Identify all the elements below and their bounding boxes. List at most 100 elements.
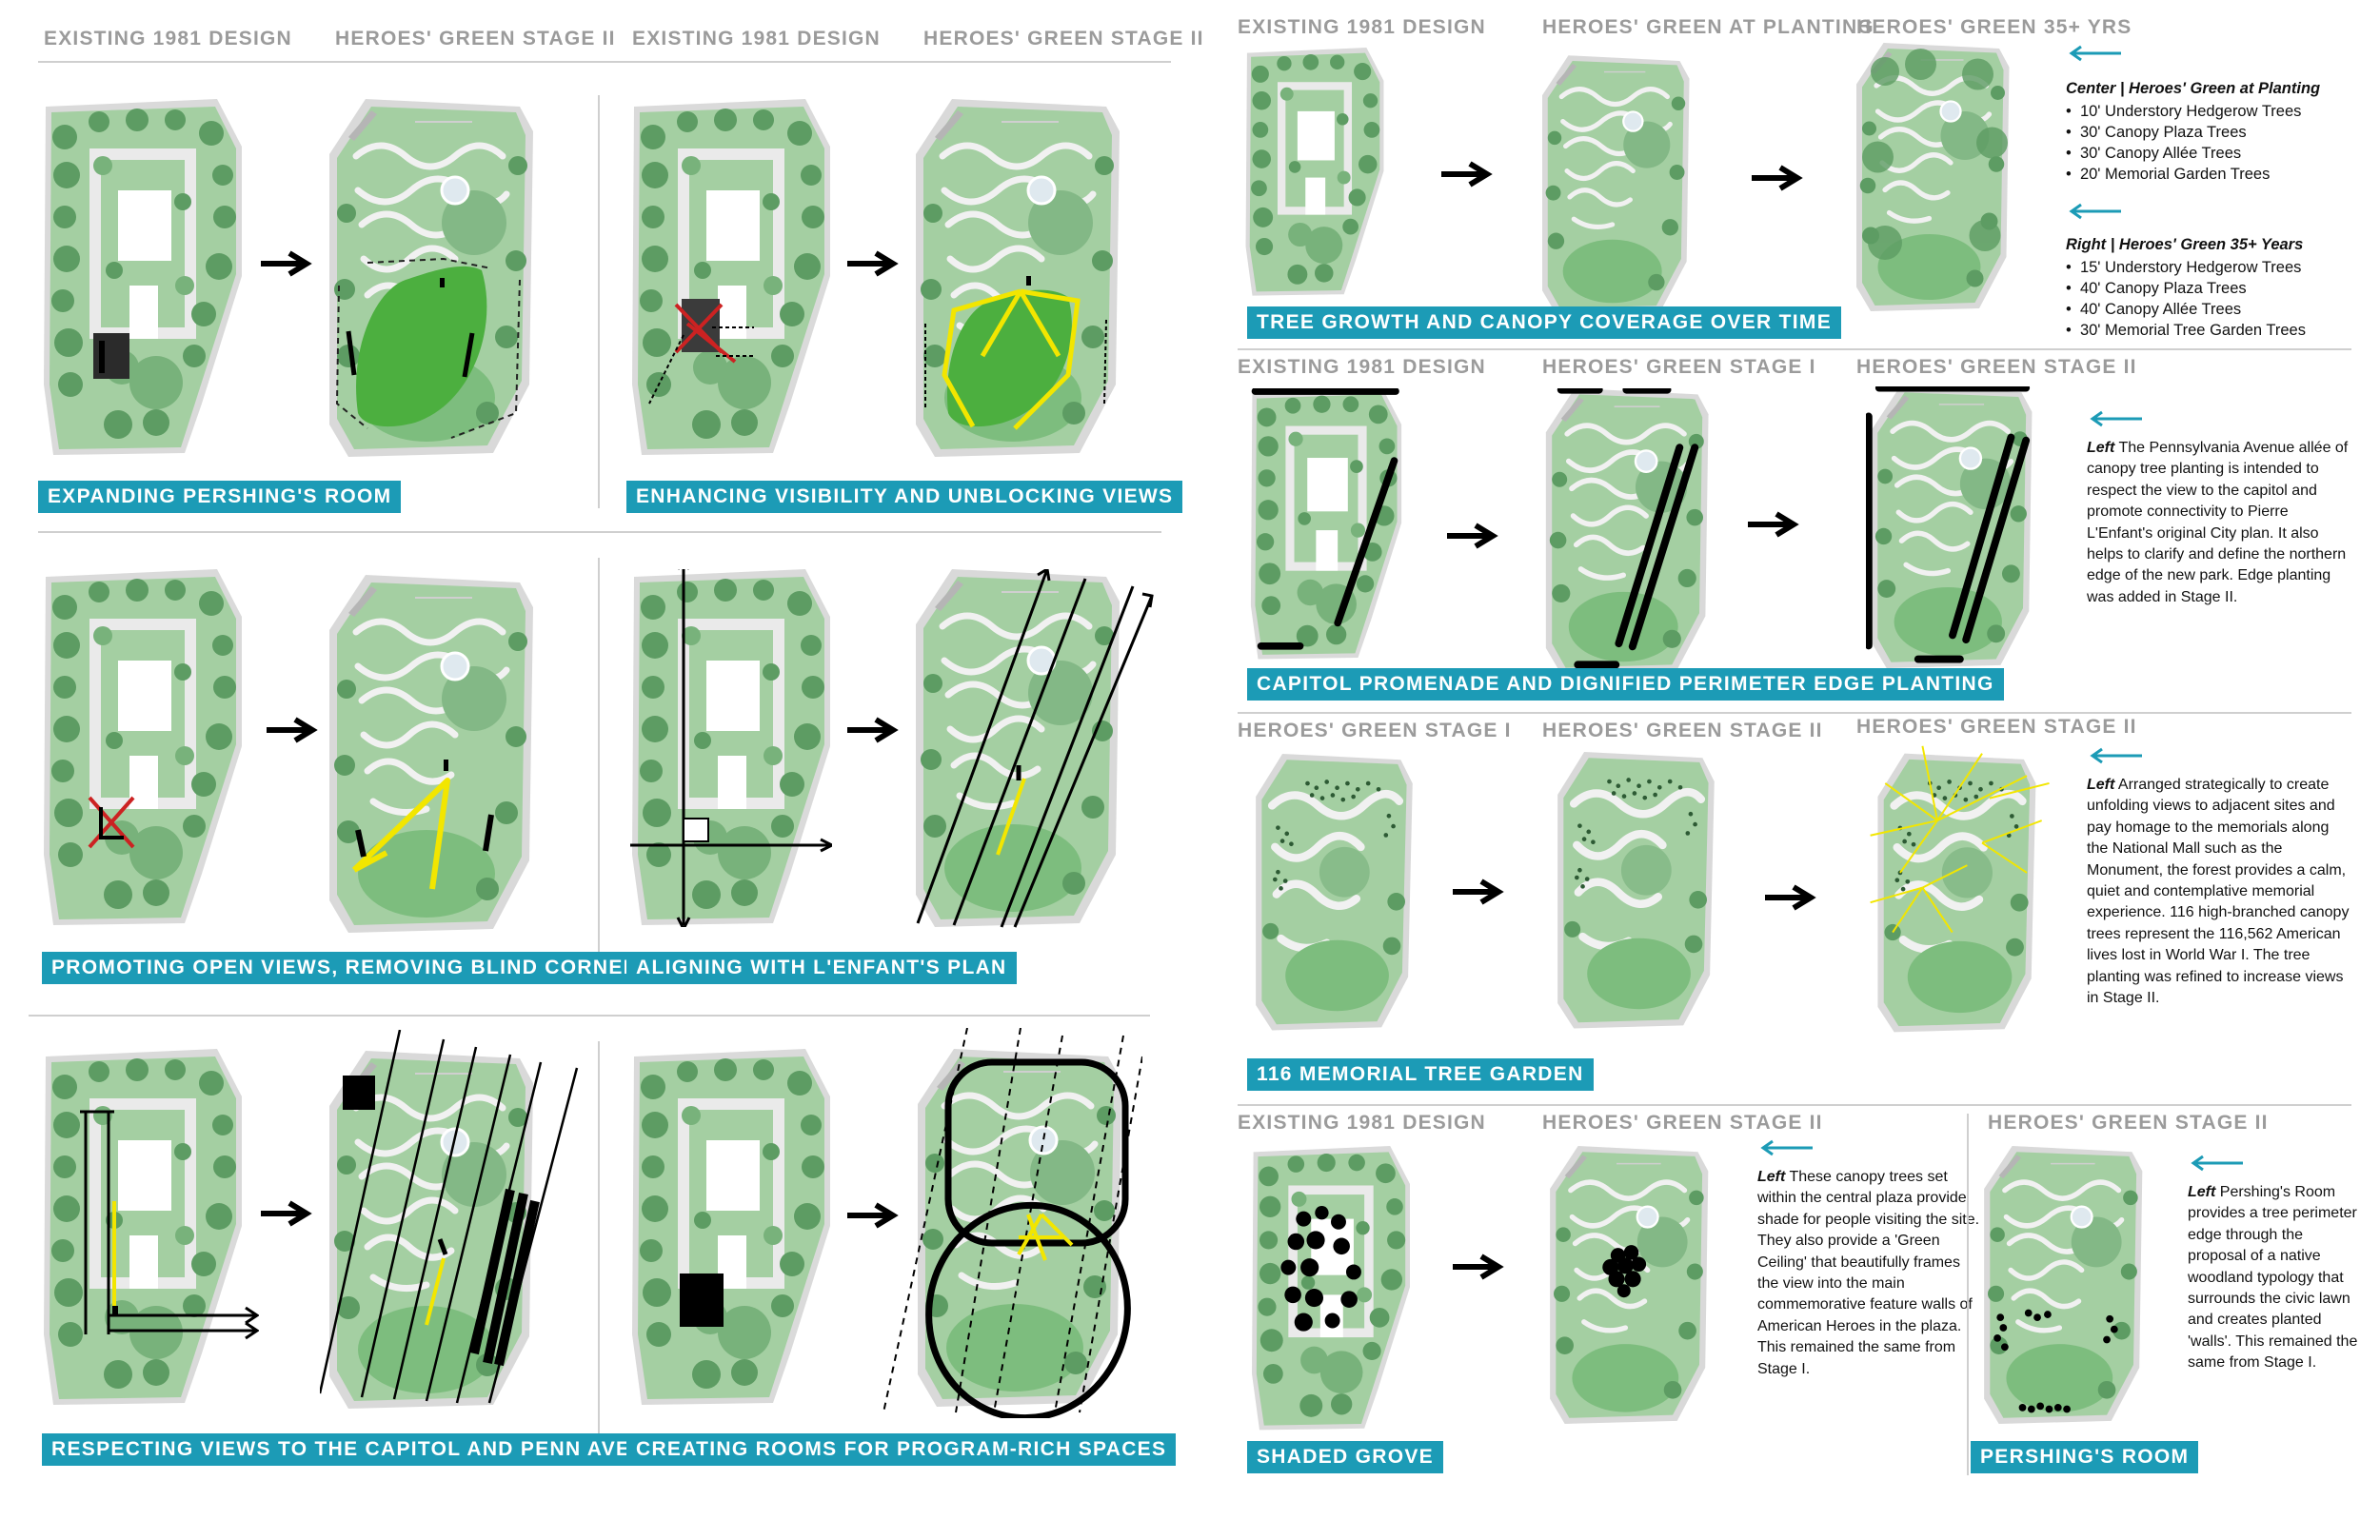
diagram-existing-1981-grove (1247, 1146, 1415, 1431)
note-lead: Left (2188, 1184, 2216, 1200)
arrow-icon (1750, 164, 1803, 192)
diagram-existing-1981-plan (630, 99, 832, 457)
section-banner-shaded-grove: SHADED GROVE (1247, 1441, 1443, 1473)
header-stage-i: HEROES' GREEN STAGE I (1238, 720, 1512, 741)
list-item: 30' Canopy Allée Trees (2066, 143, 2320, 164)
divider (598, 1041, 600, 1462)
section-banner-enhancing-visibility: ENHANCING VISIBILITY AND UNBLOCKING VIEW… (626, 481, 1183, 513)
header-existing-1981: EXISTING 1981 DESIGN (1238, 16, 1486, 38)
arrow-icon (845, 716, 899, 744)
shaded-grove-description: Left These canopy trees set within the c… (1757, 1138, 1980, 1380)
list-item: 40' Canopy Plaza Trees (2066, 278, 2320, 299)
section-banner-pershings-room: PERSHING'S ROOM (1971, 1441, 2199, 1473)
diagram-existing-1981-plan (42, 99, 244, 457)
arrow-icon (1445, 522, 1498, 550)
header-stage-ii: HEROES' GREEN STAGE II (1856, 356, 2137, 378)
header-at-planting: HEROES' GREEN AT PLANTING (1542, 16, 1874, 38)
note-body: Pershing's Room provides a tree perimete… (2188, 1184, 2358, 1372)
note-lead: Left (1757, 1169, 1786, 1185)
memorial-garden-description: Left Arranged strategically to create un… (2087, 746, 2353, 1009)
note-body: These canopy trees set within the centra… (1757, 1169, 1980, 1377)
diagram-at-planting-plan (1542, 53, 1691, 316)
diagram-existing-1981-plan (630, 1049, 832, 1407)
divider (1238, 348, 2351, 350)
diagram-stage-ii-perimeter (1866, 386, 2039, 668)
divider (29, 1015, 1150, 1017)
divider (38, 61, 1171, 63)
diagram-stage-ii-pershings-room (1980, 1146, 2148, 1424)
diagram-stage-i-perimeter (1542, 388, 1714, 674)
arrow-icon (845, 249, 899, 278)
left-arrow-icon (2091, 410, 2142, 427)
header-stage-ii: HEROES' GREEN STAGE II (1856, 716, 2137, 738)
divider (1238, 1104, 2351, 1106)
legend-list-center: 10' Understory Hedgerow Trees 30' Canopy… (2066, 101, 2320, 185)
section-banner-tree-growth: TREE GROWTH AND CANOPY COVERAGE OVER TIM… (1247, 306, 1842, 339)
diagram-stage-ii-open-views (329, 575, 535, 933)
divider (1967, 1114, 1969, 1475)
legend-title-center: Center | Heroes' Green at Planting (2066, 80, 2321, 97)
section-banner-creating-rooms: CREATING ROOMS FOR PROGRAM-RICH SPACES (626, 1433, 1177, 1466)
header-stage-ii: HEROES' GREEN STAGE II (1988, 1112, 2269, 1134)
divider (1238, 712, 2351, 714)
arrow-icon (1746, 510, 1799, 539)
header-stage-ii: HEROES' GREEN STAGE II (923, 28, 1204, 49)
arrow-icon (265, 716, 318, 744)
diagram-stage-ii-views (916, 99, 1121, 457)
header-existing-1981: EXISTING 1981 DESIGN (44, 28, 292, 49)
divider (598, 558, 600, 977)
note-lead: Left (2087, 440, 2115, 456)
legend-title-right: Right | Heroes' Green 35+ Years (2066, 236, 2304, 253)
diagram-stage-ii-grove (1546, 1146, 1714, 1424)
diagram-existing-1981-plan (42, 569, 244, 927)
list-item: 20' Memorial Garden Trees (2066, 164, 2320, 185)
section-banner-aligning-lenfant: ALIGNING WITH L'ENFANT'S PLAN (626, 952, 1017, 984)
list-item: 30' Canopy Plaza Trees (2066, 122, 2320, 143)
list-item: 30' Memorial Tree Garden Trees (2066, 320, 2320, 341)
left-arrow-icon (2070, 203, 2121, 220)
diagram-stage-ii-rooms (876, 1028, 1142, 1418)
section-banner-capitol-promenade: CAPITOL PROMENADE AND DIGNIFIED PERIMETE… (1247, 668, 2004, 701)
note-lead: Left (2087, 777, 2115, 793)
diagram-35-yrs-plan (1856, 42, 2011, 312)
promenade-description: Left The Pennsylvania Avenue allée of ca… (2087, 409, 2350, 608)
arrow-icon (259, 1199, 312, 1228)
section-banner-respecting-views: RESPECTING VIEWS TO THE CAPITOL AND PENN… (42, 1433, 641, 1466)
legend-list-right: 15' Understory Hedgerow Trees 40' Canopy… (2066, 257, 2320, 341)
section-banner-memorial-tree-garden: 116 MEMORIAL TREE GARDEN (1247, 1058, 1594, 1091)
diagram-existing-1981-perimeter (1247, 388, 1405, 661)
list-item: 15' Understory Hedgerow Trees (2066, 257, 2320, 278)
header-35-yrs: HEROES' GREEN 35+ YRS (1856, 16, 2132, 38)
note-body: Arranged strategically to create unfoldi… (2087, 777, 2350, 1007)
header-stage-ii: HEROES' GREEN STAGE II (335, 28, 616, 49)
arrow-icon (259, 249, 312, 278)
diagram-existing-1981-plan (42, 1049, 259, 1407)
divider (598, 95, 600, 508)
diagram-stage-ii-memorial-views (1856, 739, 2060, 1034)
arrow-icon (1763, 883, 1816, 912)
left-arrow-icon (2192, 1155, 2243, 1172)
divider (38, 531, 1161, 533)
left-arrow-icon (1761, 1139, 1813, 1156)
tree-growth-legend: Center | Heroes' Green at Planting 10' U… (2066, 44, 2320, 341)
header-stage-i: HEROES' GREEN STAGE I (1542, 356, 1816, 378)
left-arrow-icon (2070, 45, 2121, 62)
list-item: 40' Canopy Allée Trees (2066, 299, 2320, 320)
note-body: The Pennsylvania Avenue allée of canopy … (2087, 440, 2349, 605)
header-existing-1981: EXISTING 1981 DESIGN (1238, 356, 1486, 378)
diagram-stage-ii-capitol-views (320, 1030, 602, 1411)
diagram-stage-ii-expanded-lawn (329, 99, 535, 457)
diagram-existing-1981-plan (630, 569, 832, 927)
header-existing-1981: EXISTING 1981 DESIGN (632, 28, 881, 49)
pershings-room-description: Left Pershing's Room provides a tree per… (2188, 1154, 2359, 1374)
section-banner-expanding-pershings-room: EXPANDING PERSHING'S ROOM (38, 481, 402, 513)
header-stage-ii: HEROES' GREEN STAGE II (1542, 720, 1823, 741)
arrow-icon (1439, 160, 1493, 188)
diagram-stage-ii-memorial-garden (1554, 752, 1721, 1030)
list-item: 10' Understory Hedgerow Trees (2066, 101, 2320, 122)
header-existing-1981: EXISTING 1981 DESIGN (1238, 1112, 1486, 1134)
left-arrow-icon (2091, 747, 2142, 764)
arrow-icon (1451, 1253, 1504, 1281)
header-stage-ii: HEROES' GREEN STAGE II (1542, 1112, 1823, 1134)
section-banner-promoting-open-views: PROMOTING OPEN VIEWS, REMOVING BLIND COR… (42, 952, 664, 984)
